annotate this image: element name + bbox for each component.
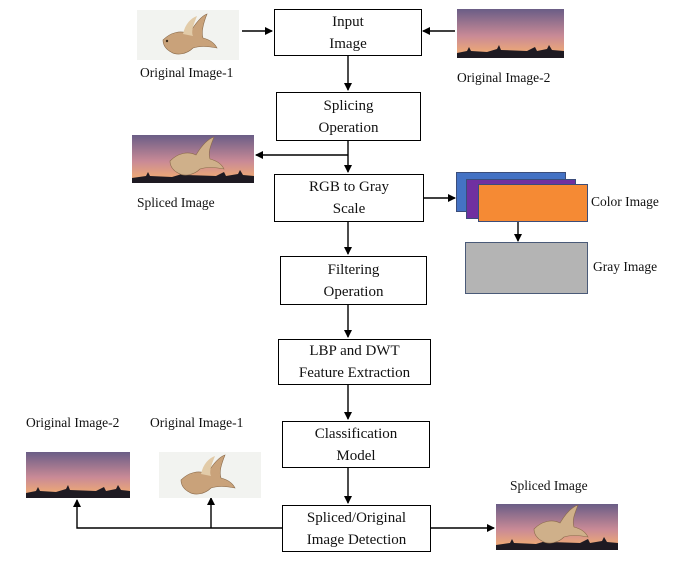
original-image-1-bottom [159,452,261,498]
spliced-image-bottom [496,504,618,550]
detection-label: Spliced/Original Image Detection [306,509,407,548]
spliced-photo-icon [496,504,618,550]
original-image-1-bottom-label: Original Image-1 [150,415,244,430]
color-panel-orange [478,184,588,222]
rgb-to-gray-box: RGB to Gray Scale [274,174,424,222]
input-image-label: Input Image [329,13,367,52]
spliced-image-bottom-label: Spliced Image [510,478,588,493]
splicing-operation-label: Splicing Operation [318,97,379,136]
feature-extraction-box: LBP and DWT Feature Extraction [278,339,431,385]
color-image-label: Color Image [591,194,659,209]
spliced-image-mid [132,135,254,183]
original-image-2-bottom [26,452,130,498]
rgb-to-gray-label: RGB to Gray Scale [309,179,389,217]
original-image-2-top [457,9,564,58]
arrow-detect-to-originals [73,499,282,529]
spliced-photo-icon [132,135,254,183]
classification-model-label: Classification Model [314,425,398,464]
bird-icon [137,10,239,60]
sunset-icon [26,452,130,498]
feature-extraction-label: LBP and DWT Feature Extraction [298,343,411,381]
detection-box: Spliced/Original Image Detection [282,505,431,552]
original-image-2-top-label: Original Image-2 [457,70,551,85]
original-image-1-top [137,10,239,60]
sunset-icon [457,9,564,58]
filtering-operation-label: Filtering Operation [323,261,384,300]
classification-model-box: Classification Model [282,421,430,468]
spliced-image-mid-label: Spliced Image [137,195,215,210]
gray-image-label: Gray Image [593,259,658,274]
bird-icon [159,452,261,498]
input-image-box: Input Image [274,9,422,56]
original-image-1-top-label: Original Image-1 [140,65,234,80]
splicing-operation-box: Splicing Operation [276,92,421,141]
filtering-operation-box: Filtering Operation [280,256,427,305]
gray-image-panel [465,242,588,294]
original-image-2-bottom-label: Original Image-2 [26,415,120,430]
